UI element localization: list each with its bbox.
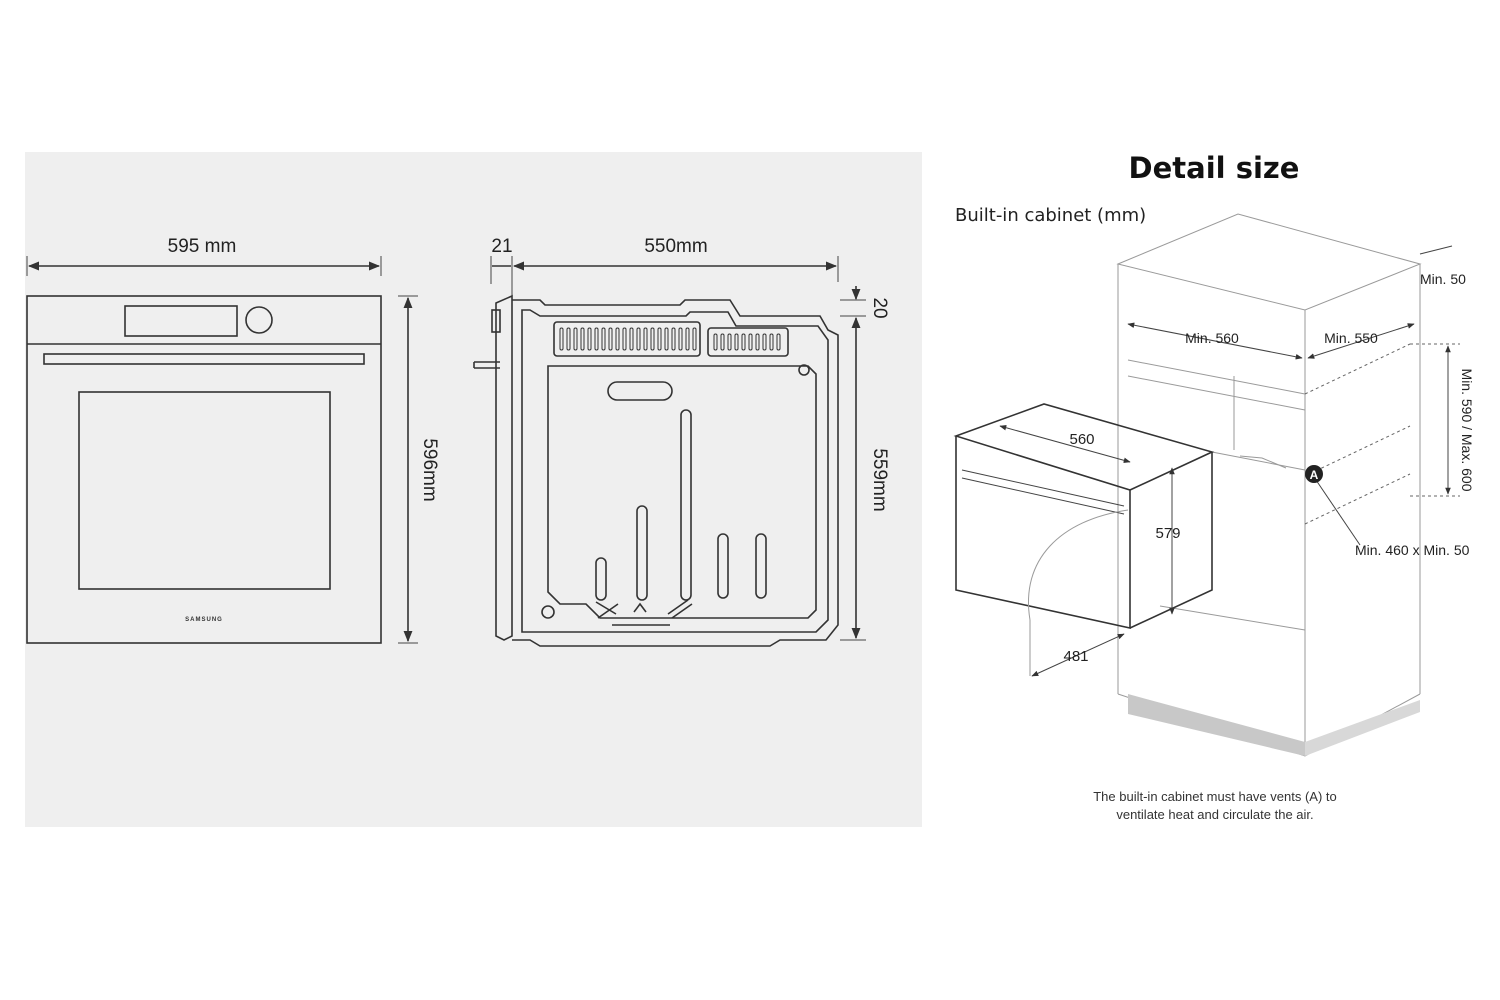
- vent-slot: [615, 327, 620, 351]
- side-body-outline: [512, 299, 839, 647]
- label-min-550: Min. 550: [1324, 330, 1378, 346]
- vent-slot: [692, 327, 697, 351]
- side-door-profile: [495, 294, 513, 641]
- side-vent-slots-right: [707, 327, 789, 357]
- vent-slot: [573, 327, 578, 351]
- side-top-gap-label: 20: [869, 297, 890, 318]
- vent-slot: [643, 327, 648, 351]
- side-top-slot: [607, 381, 673, 401]
- vent-slot: [657, 327, 662, 351]
- vent-slot: [720, 333, 725, 351]
- vent-slot-lines-left: [559, 327, 697, 351]
- vent-slot: [636, 327, 641, 351]
- label-min-460-min-50: Min. 460 x Min. 50: [1355, 542, 1470, 558]
- vent-slot: [734, 333, 739, 351]
- side-vent-slots-left: [553, 321, 701, 357]
- oven-window: [78, 391, 331, 590]
- vent-slot: [587, 327, 592, 351]
- label-oven-579: 579: [1155, 525, 1180, 542]
- vent-slot: [727, 333, 732, 351]
- cabinet-plinth: [1128, 694, 1305, 756]
- vent-slot: [580, 327, 585, 351]
- vent-slot: [741, 333, 746, 351]
- label-min-50-top: Min. 50: [1420, 271, 1466, 287]
- vent-slot: [748, 333, 753, 351]
- vent-slot: [629, 327, 634, 351]
- vent-marker: [1305, 465, 1323, 483]
- front-height-label: 596mm: [419, 438, 440, 501]
- detail-title: Detail size: [1129, 151, 1300, 185]
- brand-logo: SAMSUNG: [185, 617, 223, 623]
- label-min-560: Min. 560: [1185, 330, 1239, 346]
- vent-marker-letter: A: [1310, 468, 1319, 482]
- drawing-panel: [25, 152, 922, 827]
- oven-insert-drawing: [953, 403, 1215, 676]
- label-oven-560: 560: [1069, 431, 1094, 448]
- vent-slot: [650, 327, 655, 351]
- vent-slot: [685, 327, 690, 351]
- vent-slot: [671, 327, 676, 351]
- control-display: [124, 305, 238, 337]
- vent-slot: [559, 327, 564, 351]
- side-front-depth-label: 21: [491, 236, 512, 257]
- vent-note-line-2: ventilate heat and circulate the air.: [1116, 807, 1313, 822]
- label-oven-481: 481: [1063, 648, 1088, 665]
- side-height-label: 559mm: [869, 448, 890, 511]
- vent-slot: [713, 333, 718, 351]
- vent-slot: [622, 327, 627, 351]
- vent-slot: [566, 327, 571, 351]
- control-knob: [245, 306, 273, 334]
- side-view: 21 550mm: [473, 236, 890, 647]
- front-width-label: 595 mm: [168, 236, 237, 257]
- vent-slot: [678, 327, 683, 351]
- vent-slot: [769, 333, 774, 351]
- vent-slot: [762, 333, 767, 351]
- oven-front-outline: [26, 295, 382, 644]
- detail-subtitle: Built-in cabinet (mm): [955, 205, 1146, 226]
- label-min-590-max-600: Min. 590 / Max. 600: [1459, 369, 1475, 492]
- vent-slot: [594, 327, 599, 351]
- vent-slot: [776, 333, 781, 351]
- vent-slot-lines-right: [713, 333, 781, 351]
- door-handle: [43, 353, 365, 365]
- vent-slot: [664, 327, 669, 351]
- vent-slot: [608, 327, 613, 351]
- cabinet-drawing: [1116, 213, 1460, 757]
- side-depth-label: 550mm: [644, 236, 707, 257]
- detail-size-section: Detail size Built-in cabinet (mm): [953, 151, 1475, 822]
- vent-slot: [601, 327, 606, 351]
- vent-slot: [755, 333, 760, 351]
- front-view: 595 mm SAMSUNG 596mm: [26, 236, 440, 644]
- vent-note-line-1: The built-in cabinet must have vents (A)…: [1093, 789, 1337, 804]
